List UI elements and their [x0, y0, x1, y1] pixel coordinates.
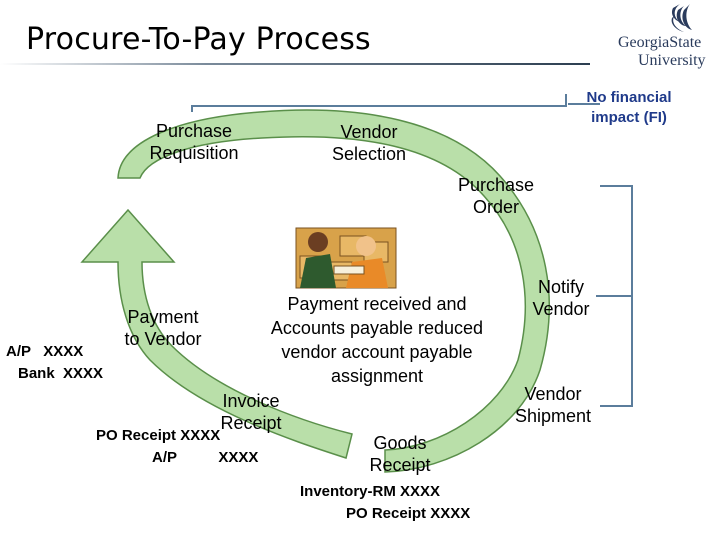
- step-vendor-shipment: Vendor Shipment: [514, 384, 592, 426]
- cycle-arrow-main: [117, 109, 550, 473]
- step-purchase-requisition: Purchase Requisition: [149, 121, 239, 163]
- flame-icon: [671, 4, 692, 32]
- university-logo: GeorgiaState University: [610, 0, 715, 72]
- title-divider: [0, 63, 590, 65]
- people-boxes-clipart: [295, 227, 397, 289]
- bracket-no-financial-impact: [191, 94, 567, 112]
- note-no-financial-impact: No financial impact (FI): [586, 89, 672, 126]
- page-title: Procure-To-Pay Process: [26, 22, 371, 57]
- note-payment-line2: Bank XXXX: [18, 365, 104, 382]
- step-goods-receipt: Goods Receipt: [369, 433, 431, 475]
- note-payment-line1: A/P XXXX: [6, 343, 84, 360]
- center-explanation: Payment received and Accounts payable re…: [270, 294, 484, 386]
- note-invoice-line1: PO Receipt XXXX: [96, 427, 221, 444]
- center-text-box: [252, 293, 502, 385]
- step-notify-vendor: Notify Vendor: [532, 277, 590, 319]
- note-invoice-line2: A/P XXXX: [152, 449, 259, 466]
- step-purchase-order: Purchase Order: [457, 175, 535, 217]
- logo-line2: University: [638, 52, 706, 69]
- cycle-arrow-return: [80, 208, 353, 459]
- step-vendor-selection: Vendor Selection: [331, 122, 407, 164]
- step-invoice-receipt: Invoice Receipt: [220, 391, 282, 433]
- note-goods-receipt-line2: PO Receipt XXXX: [346, 505, 471, 522]
- note-goods-receipt-line1: Inventory-RM XXXX: [300, 483, 441, 500]
- logo-line1: GeorgiaState: [618, 34, 702, 51]
- step-payment-to-vendor: Payment to Vendor: [124, 307, 202, 349]
